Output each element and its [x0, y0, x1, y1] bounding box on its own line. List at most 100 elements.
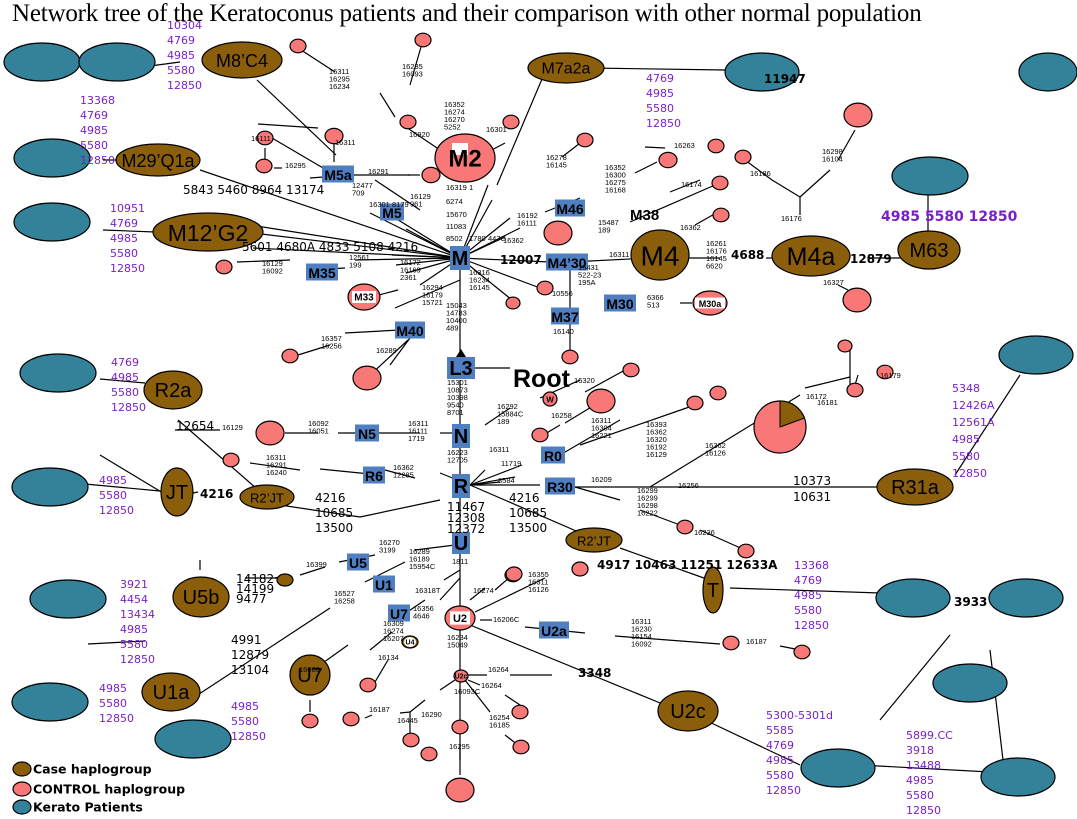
branch-edge [469, 624, 666, 706]
mutation-text: 4769 [80, 109, 108, 122]
mutation-text: 16291 [368, 167, 389, 176]
mutation-text: 5580 [766, 769, 794, 782]
control-node [846, 382, 864, 398]
mutation-text: 16311 [528, 578, 548, 587]
branch-mutation: 3933 [954, 595, 987, 609]
control-haplogroup-node [453, 669, 469, 683]
mutation-text: 13434 [120, 608, 155, 621]
case-haplogroup-node [276, 573, 294, 587]
mutation-text: 16304 [591, 424, 612, 433]
control-mutation-label: 16187 [746, 637, 767, 646]
branch-edge [409, 699, 426, 713]
mutation-text: 8502 [446, 234, 463, 243]
mutation-text: 13488 [906, 759, 941, 772]
haplogroup-box [551, 307, 579, 325]
haplogroup-box [363, 466, 385, 484]
kerato-patient-node [154, 719, 232, 759]
branch-edge [467, 679, 481, 686]
haplogroup-label: M46 [556, 201, 583, 217]
control-node [255, 420, 285, 446]
branch-edge [279, 504, 361, 518]
kerato-patient-node [932, 663, 1008, 703]
kerato-patient-node [29, 579, 107, 619]
mutation-text: 10556 [552, 289, 573, 298]
control-node [586, 388, 616, 414]
branch-edge [989, 649, 1004, 761]
branch-edge [574, 486, 621, 501]
control-mutation-label: 16264 [481, 681, 502, 690]
control-node [837, 339, 853, 353]
branch-edge [256, 79, 337, 156]
branch-mutation: 12654 [176, 419, 214, 433]
mutation-text: 16264 [481, 681, 502, 690]
mutation-text: 11719 [501, 459, 521, 468]
mutation-text: 16298 [637, 501, 658, 510]
mutation-text: 16256 [678, 481, 699, 490]
control-mutation-label: 16289 [376, 346, 397, 355]
mutation-text: 16362 [646, 428, 667, 437]
control-mutation-label: 16258 [551, 411, 572, 420]
control-node [842, 287, 872, 313]
mutation-text: 3199 [379, 546, 396, 555]
control-node [676, 519, 694, 535]
mutation-text: 13104 [231, 663, 269, 677]
mutation-text: 10951 [110, 202, 145, 215]
control-mutation-label: 16318T [415, 586, 441, 595]
control-haplogroup-node [434, 133, 496, 183]
control-mutation-label: 16181 [817, 398, 838, 407]
control-node [256, 130, 274, 146]
mutation-text: 4216 [315, 491, 346, 505]
mutation-text: 4646 [413, 612, 430, 621]
case-haplogroup-node [657, 690, 719, 732]
mutation-text: 16236 [694, 528, 715, 537]
control-mutation-label: 1811 [452, 557, 468, 566]
control-node [324, 127, 344, 145]
branch-edge [439, 679, 456, 691]
mutation-text: 12705 [447, 456, 468, 465]
label-bg [695, 297, 725, 309]
control-mutation-label: 8502 [446, 234, 463, 243]
control-node [543, 220, 573, 246]
branch-edge [954, 374, 1021, 476]
mutation-text: 16399 [306, 560, 327, 569]
haplogroup-box [447, 357, 475, 379]
mutation-text: 16145 [546, 161, 567, 170]
case-node-label: M8’C4 [216, 51, 268, 71]
mutation-text: 13368 [794, 559, 829, 572]
control-mutation-label: 11719 [501, 459, 521, 468]
branch-edge [99, 454, 164, 494]
haplogroup-box [395, 321, 425, 339]
branch-edge [87, 640, 146, 645]
mutation-text: 16126 [705, 449, 726, 458]
case-haplogroup-node [152, 212, 264, 252]
control-node [709, 385, 727, 401]
haplogroup-box [452, 474, 470, 498]
mutation-text: 709 [352, 189, 365, 198]
branch-edge [414, 544, 456, 551]
haplogroup-box [539, 621, 569, 639]
legend-label-case: Case haplogroup [33, 762, 152, 777]
mutation-text: 16294 [422, 283, 443, 292]
branch-edge [459, 184, 489, 259]
branch-edge [771, 179, 801, 198]
branch-edge [837, 129, 856, 161]
control-node-label: U2 [453, 613, 467, 625]
mutation-text: 4985 [766, 754, 794, 767]
branch-edge [391, 254, 461, 259]
control-mutation-label: 16263 [674, 141, 695, 150]
mutation-text: 1811 [452, 557, 468, 566]
mutation-text: 16301 8179 [369, 200, 409, 209]
branch-edge [469, 476, 516, 486]
mutation-text: 10398 [447, 393, 468, 402]
branch-edge [804, 376, 851, 389]
branch-edge [459, 257, 541, 289]
haplogroup-box [388, 604, 410, 622]
mutation-text: 4769 [111, 356, 139, 369]
